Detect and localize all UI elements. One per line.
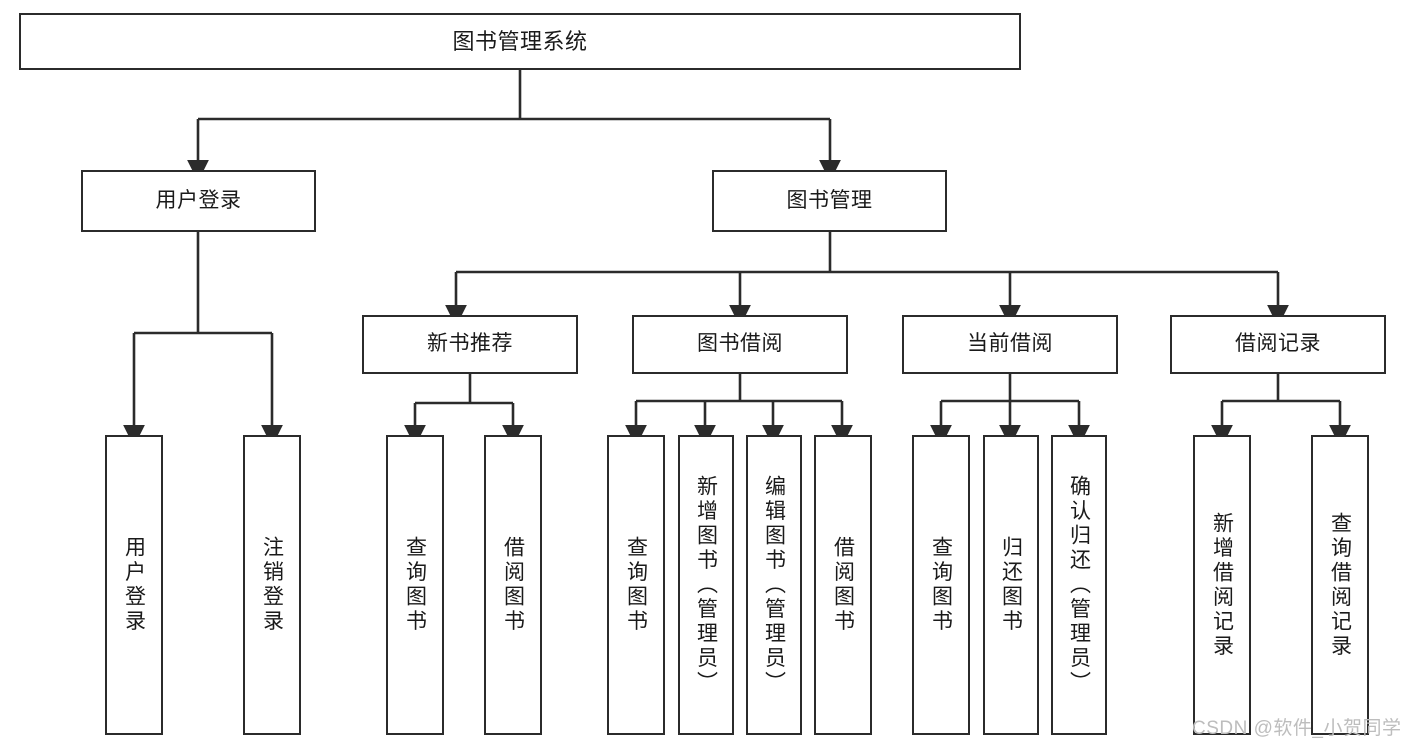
node-label: 查询图书 xyxy=(624,536,648,634)
node-label: 查询借阅记录 xyxy=(1328,511,1352,659)
node-label: 归还图书 xyxy=(999,536,1023,634)
node-leaf-add-borrow-record[interactable]: 新增借阅记录 xyxy=(1193,435,1251,735)
node-leaf-query-book-borrow[interactable]: 查询图书 xyxy=(607,435,665,735)
node-leaf-edit-book-admin[interactable]: 编辑图书（管理员） xyxy=(746,435,802,735)
node-root-library-system[interactable]: 图书管理系统 xyxy=(19,13,1021,70)
node-borrow-record[interactable]: 借阅记录 xyxy=(1170,315,1386,374)
csdn-watermark: CSDN @软件_小贺同学 xyxy=(1192,718,1402,739)
node-label: 用户登录 xyxy=(122,536,146,634)
node-label: 查询图书 xyxy=(929,536,953,634)
node-leaf-add-book-admin[interactable]: 新增图书（管理员） xyxy=(678,435,734,735)
node-book-management[interactable]: 图书管理 xyxy=(712,170,947,232)
node-leaf-return-book[interactable]: 归还图书 xyxy=(983,435,1039,735)
node-leaf-confirm-return-admin[interactable]: 确认归还（管理员） xyxy=(1051,435,1107,735)
node-leaf-logout[interactable]: 注销登录 xyxy=(243,435,301,735)
node-user-login[interactable]: 用户登录 xyxy=(81,170,316,232)
node-leaf-borrow-book[interactable]: 借阅图书 xyxy=(814,435,872,735)
node-label: 借阅记录 xyxy=(1235,332,1321,356)
node-label: 编辑图书（管理员） xyxy=(762,474,786,696)
node-leaf-user-login[interactable]: 用户登录 xyxy=(105,435,163,735)
node-label: 当前借阅 xyxy=(967,332,1053,356)
node-label: 图书借阅 xyxy=(697,332,783,356)
node-label: 查询图书 xyxy=(403,536,427,634)
node-leaf-query-book-current[interactable]: 查询图书 xyxy=(912,435,970,735)
node-label: 借阅图书 xyxy=(831,536,855,634)
node-label: 用户登录 xyxy=(155,188,242,212)
node-label: 确认归还（管理员） xyxy=(1067,474,1091,696)
node-label: 新增借阅记录 xyxy=(1210,511,1234,659)
node-leaf-borrow-book-recommend[interactable]: 借阅图书 xyxy=(484,435,542,735)
node-new-book-recommend[interactable]: 新书推荐 xyxy=(362,315,578,374)
node-leaf-query-book-recommend[interactable]: 查询图书 xyxy=(386,435,444,735)
node-label: 注销登录 xyxy=(260,536,284,634)
node-label: 新书推荐 xyxy=(427,332,513,356)
node-book-borrow[interactable]: 图书借阅 xyxy=(632,315,848,374)
node-leaf-query-borrow-record[interactable]: 查询借阅记录 xyxy=(1311,435,1369,735)
node-label: 新增图书（管理员） xyxy=(694,474,718,696)
node-label: 图书管理 xyxy=(786,188,873,212)
node-label: 图书管理系统 xyxy=(452,28,588,54)
node-current-borrow[interactable]: 当前借阅 xyxy=(902,315,1118,374)
node-label: 借阅图书 xyxy=(501,536,525,634)
